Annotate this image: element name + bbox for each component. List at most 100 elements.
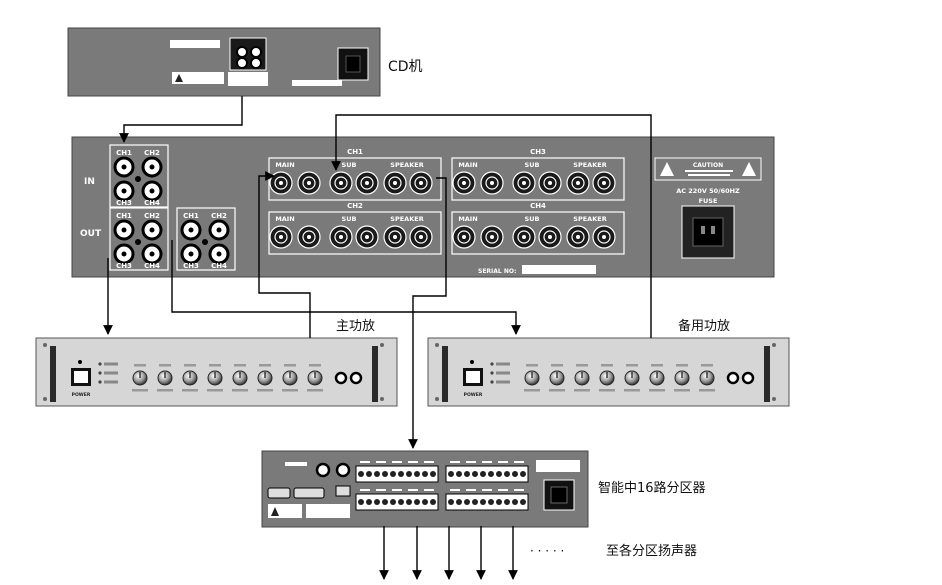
terminal-caption [498, 489, 508, 491]
rca-jack-pin [188, 251, 194, 257]
terminal-screw [448, 499, 454, 505]
knob-caption [159, 364, 171, 367]
speaker-terminal-pin [393, 181, 397, 185]
terminal-screw [488, 499, 494, 505]
jack-label: CH1 [183, 212, 199, 220]
rack-screw [43, 397, 47, 401]
rca-jack [250, 46, 262, 58]
jack-label: CH1 [116, 212, 132, 220]
rca-jack-pin [121, 251, 127, 257]
knob-caption [626, 364, 638, 367]
terminal-screw [398, 499, 404, 505]
terminal-screw [472, 471, 478, 477]
speaker-terminal-pin [548, 181, 552, 185]
terminal-strip [355, 465, 439, 483]
rack-screw [435, 343, 439, 347]
speaker-terminal-ring [334, 230, 348, 244]
terminal-caption [514, 489, 524, 491]
serial-label: SERIAL NO: [478, 268, 516, 275]
speaker-terminal-ring [388, 230, 402, 244]
db-port [267, 487, 325, 499]
cd-warning-sticker [172, 72, 224, 84]
status-led-caption [496, 371, 510, 375]
terminal-screw [480, 471, 486, 477]
terminal-screw [456, 499, 462, 505]
status-led [98, 371, 102, 375]
jack-label: CH3 [183, 262, 199, 270]
knob-scale [307, 389, 323, 392]
terminal-strip [355, 493, 439, 511]
speaker-terminal-pin [365, 235, 369, 239]
router-top-sticker [536, 460, 580, 472]
knob-scale [232, 389, 248, 392]
status-led-caption [104, 380, 118, 384]
terminal-label: MAIN [275, 215, 294, 223]
ground-screw [135, 239, 141, 245]
terminal-caption [408, 461, 418, 463]
speaker-terminal-ring [485, 176, 499, 190]
knob-scale [624, 389, 640, 392]
speaker-terminal-pin [462, 181, 466, 185]
terminal-caption [466, 489, 476, 491]
knob-caption [526, 364, 538, 367]
terminal-caption [360, 489, 370, 491]
terminal-screw [520, 499, 526, 505]
terminal-screw [512, 471, 518, 477]
rca-jack-pin [149, 188, 155, 194]
terminal-screw [448, 471, 454, 477]
caution-label: CAUTION [654, 157, 762, 181]
output-jack [741, 371, 755, 385]
speaker-terminal-ring [457, 176, 471, 190]
terminal-caption [450, 461, 460, 463]
ground-screw [135, 176, 141, 182]
ground-screw [202, 239, 208, 245]
amp-handle [372, 346, 378, 402]
knob-scale [674, 389, 690, 392]
terminal-label: SPEAKER [390, 215, 423, 223]
terminal-screw [456, 471, 462, 477]
zone-router-label: 智能中16路分区器 [598, 480, 706, 496]
status-led-caption [104, 362, 118, 366]
wire-out2-to-backup-amp [171, 240, 521, 335]
rca-jack [250, 57, 262, 69]
rca-jack-pin [121, 164, 127, 170]
speaker-terminal-ring [597, 230, 611, 244]
rca-jack-pin [121, 188, 127, 194]
speaker-terminal-ring [543, 176, 557, 190]
knob-caption [209, 364, 221, 367]
knob-scale [699, 389, 715, 392]
jack-label: CH4 [144, 199, 160, 207]
router-spec-sticker [306, 504, 350, 518]
terminal-caption [424, 461, 434, 463]
to-speakers-label: 至各分区扬声器 [606, 543, 697, 559]
rca-jack-pin [188, 227, 194, 233]
terminal-strip [445, 493, 529, 511]
knob-caption [284, 364, 296, 367]
speaker-terminal-ring [414, 230, 428, 244]
jack-label: CH2 [144, 149, 160, 157]
zone-router [261, 450, 589, 528]
terminal-strip [445, 465, 529, 483]
status-led-caption [104, 371, 118, 375]
serial-field [522, 265, 596, 274]
speaker-terminal-ring [571, 230, 585, 244]
channel-frame [451, 157, 625, 201]
terminal-screw [374, 499, 380, 505]
speaker-terminal-ring [274, 230, 288, 244]
speaker-terminal-pin [490, 181, 494, 185]
speaker-terminal-pin [279, 181, 283, 185]
knob-scale [574, 389, 590, 392]
knob-scale [649, 389, 665, 392]
speaker-terminal-pin [419, 235, 423, 239]
rca-jack [236, 57, 248, 69]
knob-scale [524, 389, 540, 392]
channel-name: CH1 [347, 148, 363, 156]
channel-frame [268, 211, 442, 255]
terminal-screw [512, 499, 518, 505]
power-spec: AC 220V 50/60HZ [676, 187, 740, 195]
fuse-label: FUSE [699, 197, 718, 205]
wire-speaker-to-router [408, 177, 447, 449]
output-jack [334, 371, 348, 385]
terminal-screw [390, 499, 396, 505]
